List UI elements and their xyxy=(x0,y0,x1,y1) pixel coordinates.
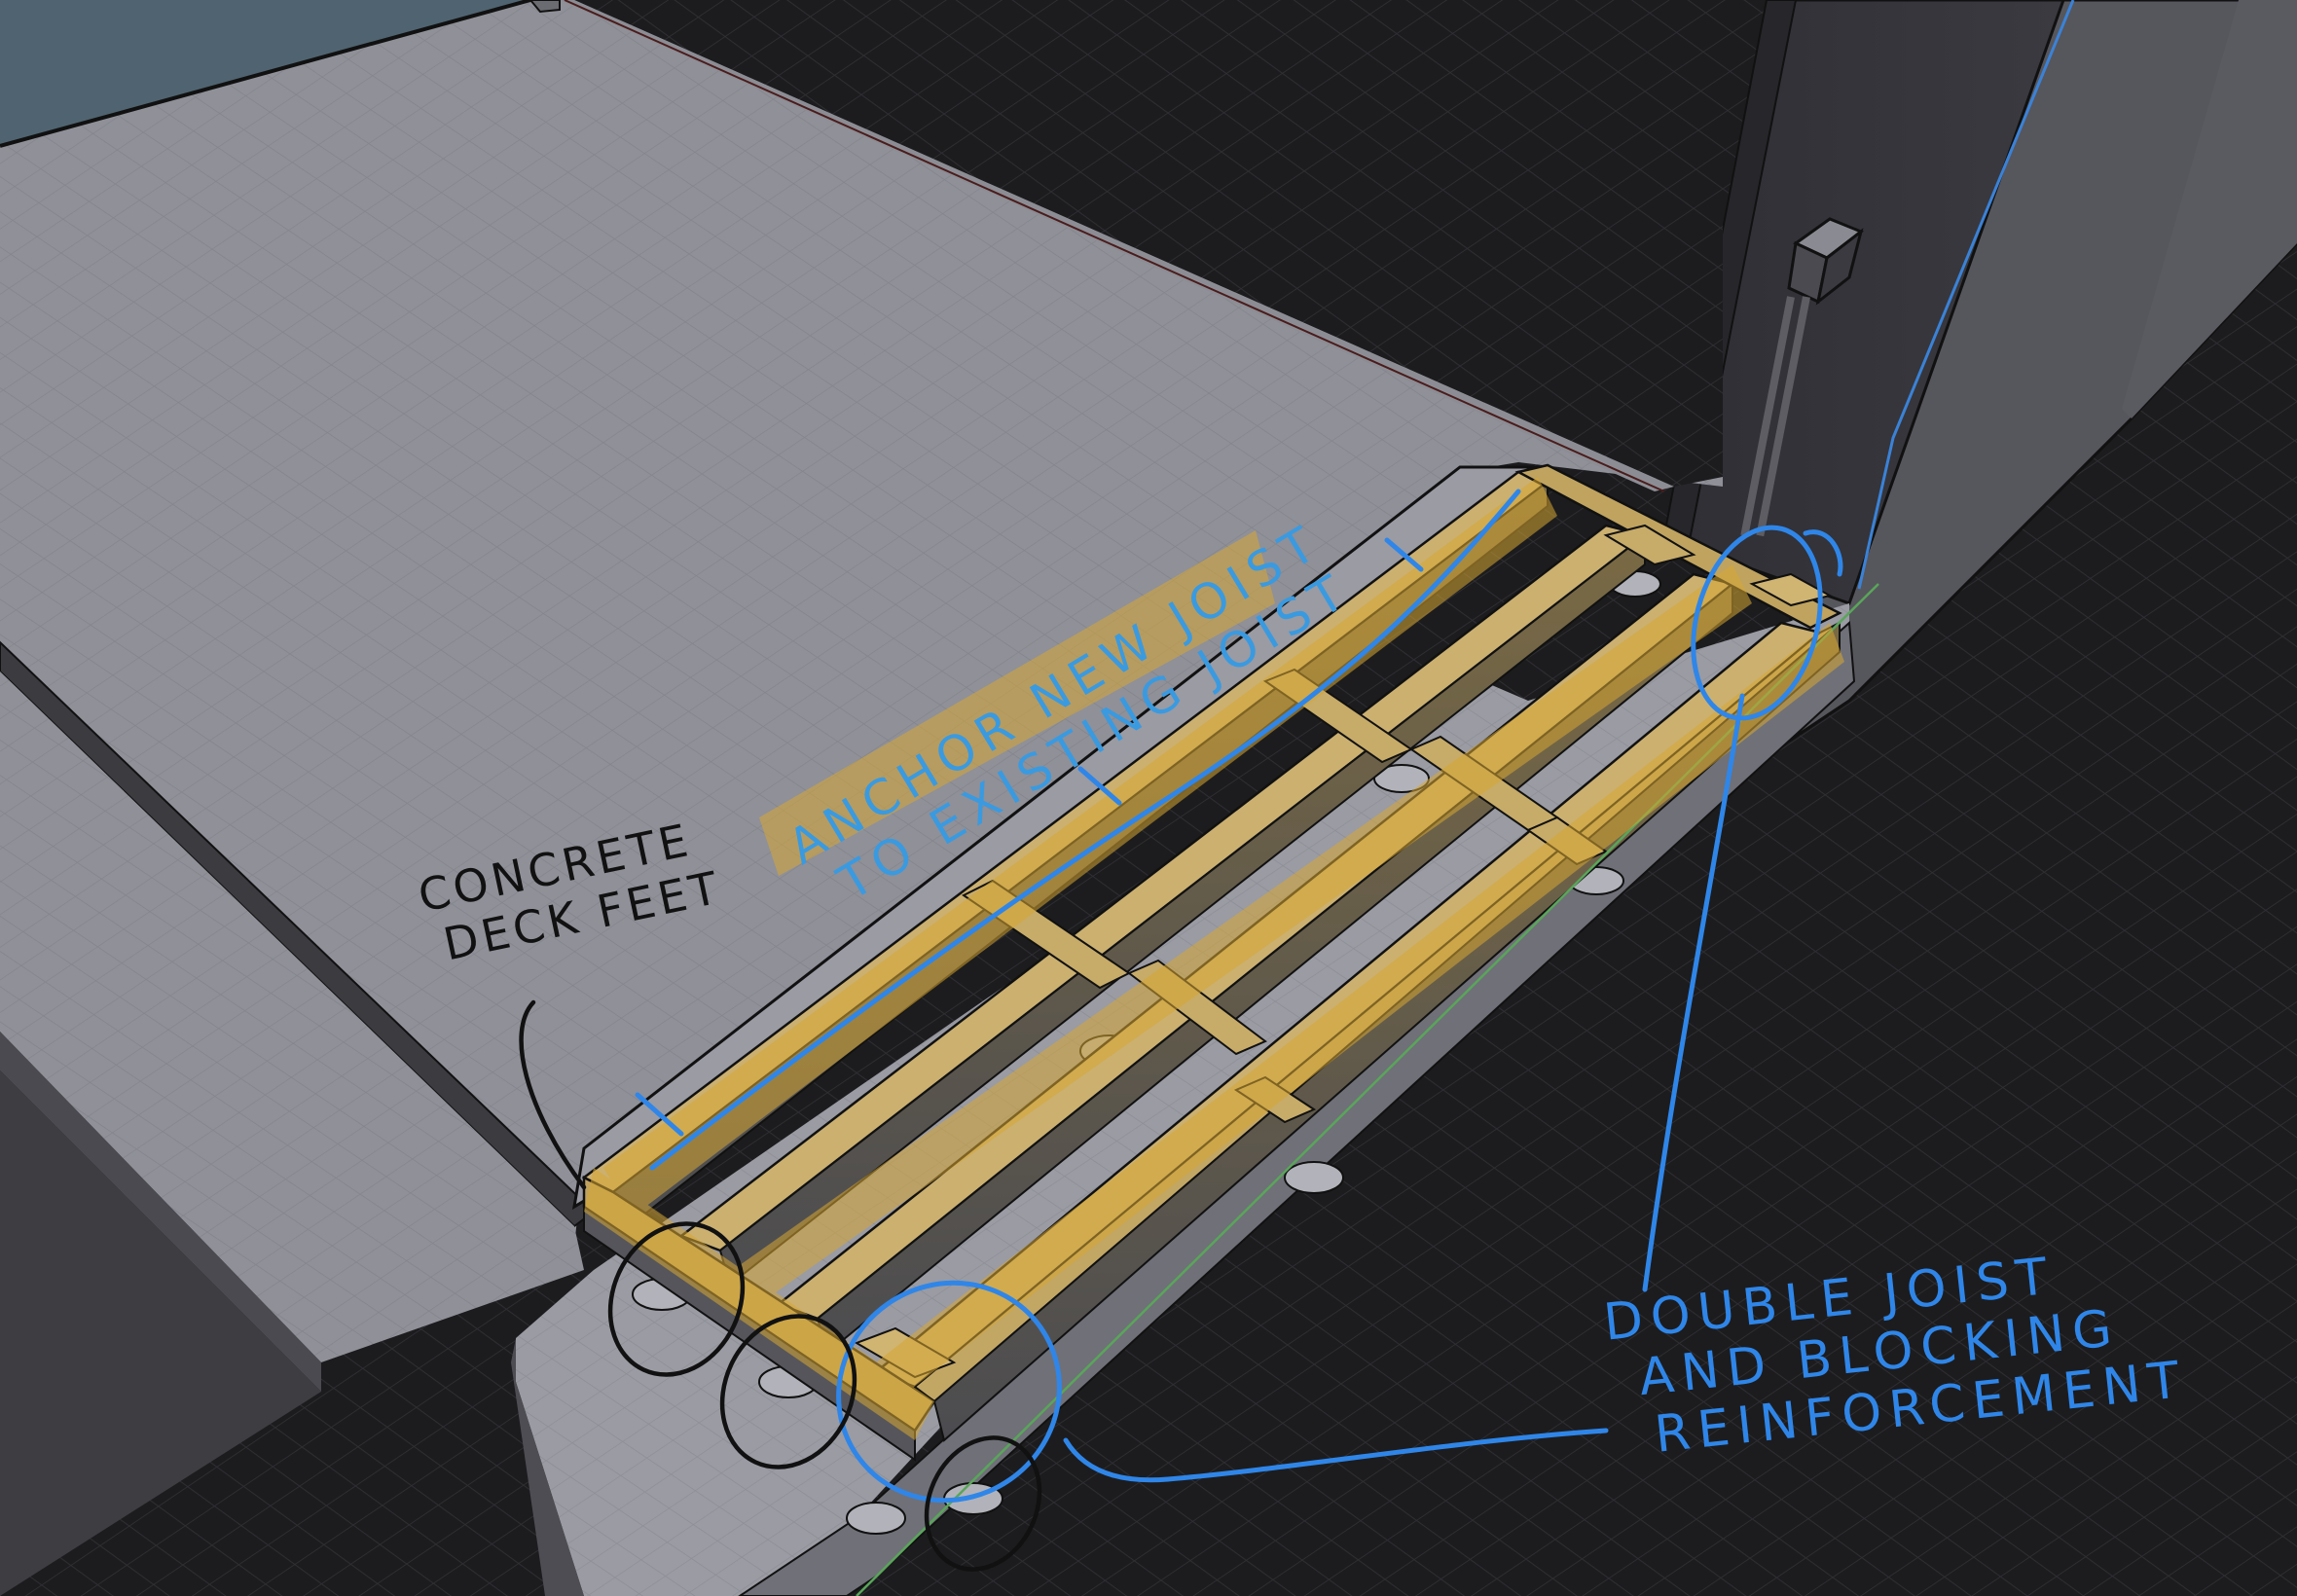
blue-axis-line xyxy=(1857,0,2075,590)
highlight-joist xyxy=(740,564,1752,1304)
lower-slab-side xyxy=(0,1032,321,1392)
highlight-joist xyxy=(876,623,1844,1401)
callout-circle-front xyxy=(836,1280,1062,1504)
tick-mark xyxy=(1384,537,1424,572)
deck-foot xyxy=(1284,1161,1344,1194)
tick-mark xyxy=(1077,766,1122,806)
slab-edge xyxy=(0,0,531,148)
highlight-existing-joist xyxy=(603,477,1557,1216)
leader-line-up xyxy=(1642,693,1745,1292)
feet-leader-line xyxy=(519,999,587,1190)
light-fixture-side xyxy=(1815,228,1864,306)
existing-slab xyxy=(0,0,1723,1333)
corner-blocking xyxy=(1749,572,1833,607)
callout-circle-back xyxy=(1691,525,1823,721)
feet-circle xyxy=(607,1221,746,1377)
tick-mark xyxy=(635,1092,684,1137)
feet-circle xyxy=(719,1314,857,1469)
conduit-pipe xyxy=(1740,296,1795,537)
anchor-annotation-strokes xyxy=(635,489,1521,1171)
deck-foot xyxy=(846,1502,906,1535)
feet-circle xyxy=(924,1435,1042,1572)
post-top xyxy=(529,0,561,14)
highlighter-marks xyxy=(584,477,1844,1440)
blocking xyxy=(1603,524,1696,566)
concrete-pad-side xyxy=(511,1338,584,1596)
red-axis-line xyxy=(564,0,1665,492)
leader-line-left xyxy=(1063,1428,1609,1483)
double-joist-callouts xyxy=(836,525,1843,1504)
back-ground-area xyxy=(574,0,1723,487)
building-end-face xyxy=(2122,0,2297,418)
lower-slab xyxy=(0,671,584,1362)
highlight-anchor-text xyxy=(759,530,1275,876)
highlight-rim xyxy=(584,1168,934,1440)
conduit-pipe xyxy=(1756,296,1810,537)
deck-feet-callouts xyxy=(519,999,1042,1572)
anchor-leader-line xyxy=(649,489,1521,1171)
callout-hook xyxy=(1803,529,1843,577)
lower-ground xyxy=(0,1070,321,1596)
